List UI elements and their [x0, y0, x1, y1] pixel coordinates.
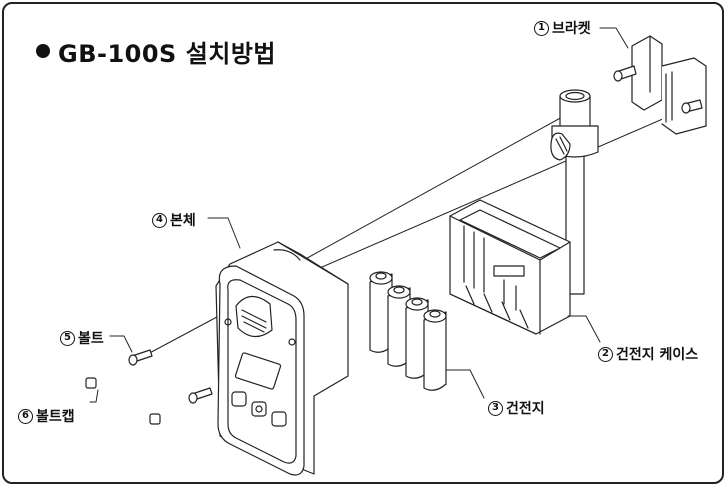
bolt-caps-part [85, 377, 161, 425]
battery-case-part [449, 199, 571, 335]
title-bullet-icon [36, 44, 50, 58]
part-number-6: 6 [18, 408, 33, 424]
part-label-2: 건전지 케이스 [616, 347, 699, 363]
label-bolt: 5 볼트 [60, 328, 104, 348]
part-number-2: 2 [598, 346, 613, 362]
label-bracket: 1 브라켓 [534, 18, 591, 38]
label-batteries: 3 건전지 [488, 398, 545, 418]
part-label-1: 브라켓 [552, 21, 591, 37]
batteries-part [369, 271, 447, 391]
part-number-5: 5 [60, 330, 75, 346]
leader-lines [89, 27, 629, 403]
diagram-frame: GB-100S 설치방법 [2, 2, 724, 484]
title-text: GB-100S 설치방법 [58, 39, 277, 68]
part-label-6: 볼트캡 [36, 409, 75, 425]
label-bolt-cap: 6 볼트캡 [18, 406, 75, 426]
exploded-view-drawing [85, 27, 707, 476]
page-title: GB-100S 설치방법 [36, 36, 277, 68]
bracket-part [613, 35, 707, 135]
part-number-3: 3 [488, 400, 503, 416]
part-label-3: 건전지 [506, 401, 545, 417]
part-number-4: 4 [152, 212, 167, 228]
main-body-part [215, 241, 349, 476]
label-battery-case: 2 건전지 케이스 [598, 344, 698, 364]
part-label-5: 볼트 [78, 331, 104, 347]
bolts-part [128, 349, 213, 404]
part-label-4: 본체 [170, 213, 196, 229]
label-main-body: 4 본체 [152, 210, 196, 230]
assembly-guide-lines [143, 107, 689, 357]
part-number-1: 1 [534, 20, 549, 36]
